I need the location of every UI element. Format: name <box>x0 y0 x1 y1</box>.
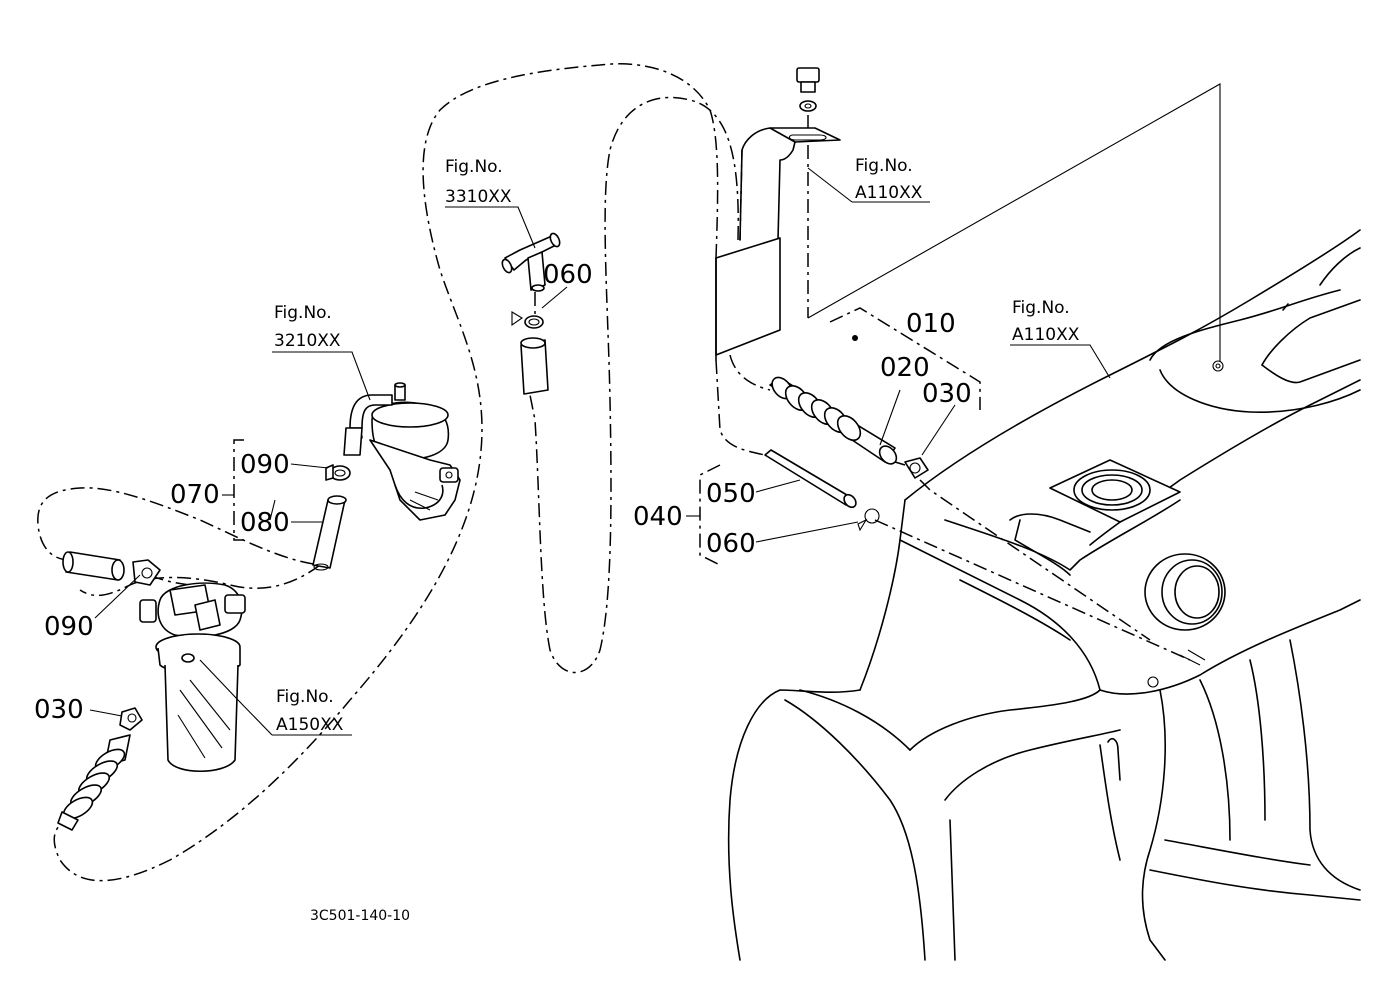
fuel-filter <box>57 551 246 831</box>
callout-020: 020 <box>880 353 930 383</box>
fig-ref-fuel-pump: 3210XX <box>274 331 341 351</box>
fig-ref-bracket: A110XX <box>855 183 923 203</box>
part-callouts: 010 020 030 040 050 060 060 070 080 090 … <box>34 260 972 725</box>
callout-010: 010 <box>906 309 956 339</box>
callout-070: 070 <box>170 480 220 510</box>
fig-ref-fuel-filter: A150XX <box>276 715 344 735</box>
fig-ref-fuel-tank: A110XX <box>1012 325 1080 345</box>
callout-030-tank: 030 <box>922 379 972 409</box>
fig-label-tee: Fig.No. <box>445 157 503 177</box>
tee-joint <box>501 232 561 395</box>
corrugated-hose-section <box>771 376 862 441</box>
fig-label-tank: Fig.No. <box>1012 298 1070 318</box>
callout-060-tee: 060 <box>543 260 593 290</box>
tank-bracket <box>715 67 1221 362</box>
callout-030-filter: 030 <box>34 695 84 725</box>
figure-references: Fig.No. 3310XX Fig.No. 3210XX Fig.No. A1… <box>274 156 1080 735</box>
tank-hose-set <box>715 149 1191 661</box>
callout-060-tank: 060 <box>706 529 756 559</box>
drawing-code: 3C501-140-10 <box>310 908 410 924</box>
fig-ref-tee-joint: 3310XX <box>445 187 512 207</box>
fuel-tank <box>727 229 1361 961</box>
filter-corrugated-hose <box>62 748 126 820</box>
fig-label-pump: Fig.No. <box>274 303 332 323</box>
fig-label-filter: Fig.No. <box>276 687 334 707</box>
leader-lines <box>89 167 1111 736</box>
callout-090-pump: 090 <box>240 450 290 480</box>
fig-label-bracket: Fig.No. <box>855 156 913 176</box>
callout-090-filter: 090 <box>44 612 94 642</box>
callout-080: 080 <box>240 508 290 538</box>
fuel-pump <box>312 382 461 571</box>
callout-040: 040 <box>633 502 683 532</box>
fuel-routing-line <box>37 63 739 882</box>
callout-050: 050 <box>706 479 756 509</box>
